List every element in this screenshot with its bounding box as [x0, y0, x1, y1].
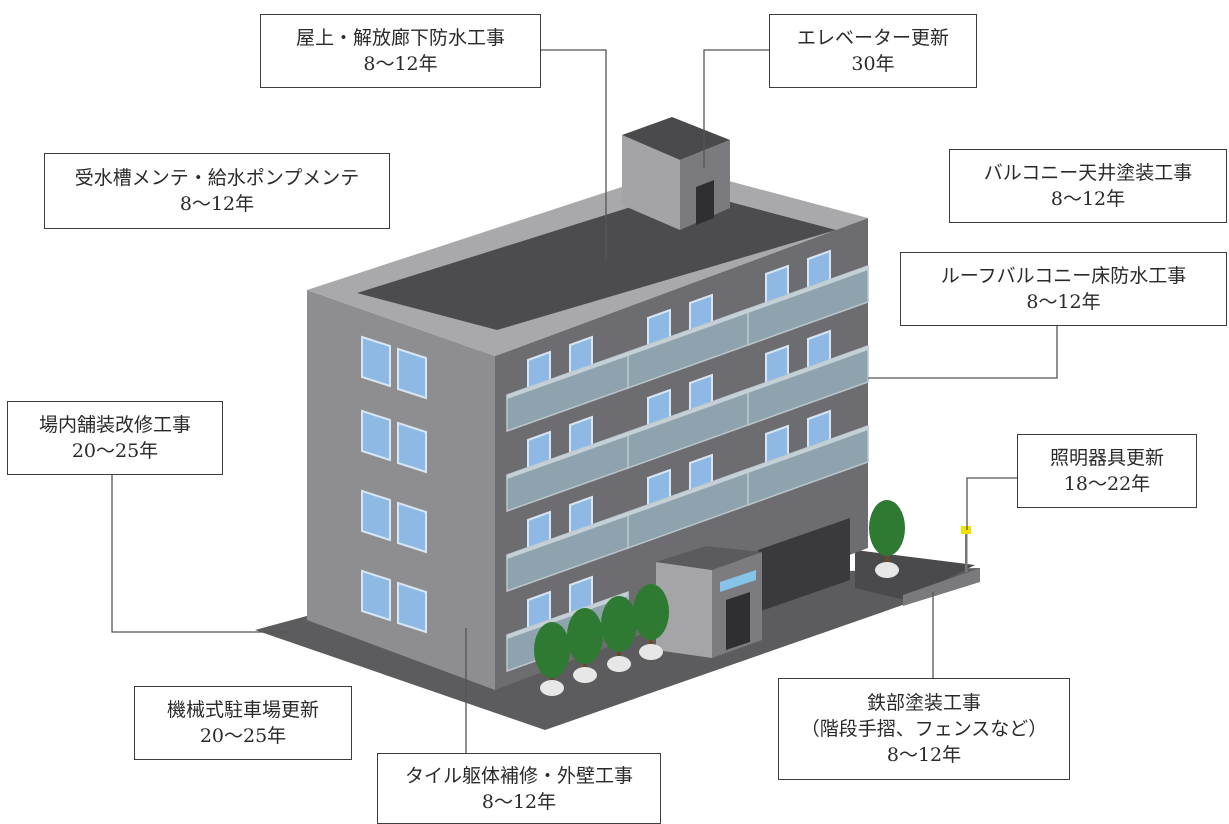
roof-surface [357, 190, 836, 330]
label-steel-painting: 鉄部塗装工事 （階段手摺、フェンスなど） 8〜12年 [778, 678, 1070, 780]
penthouse-door [696, 180, 714, 225]
parking-entrance [758, 518, 850, 612]
label-title: ルーフバルコニー床防水工事 [940, 265, 1187, 287]
label-rooftop-waterproofing: 屋上・解放廊下防水工事 8〜12年 [260, 14, 541, 88]
entrance-door [726, 592, 750, 650]
penthouse-top [622, 117, 730, 160]
label-title: 屋上・解放廊下防水工事 [295, 27, 505, 49]
label-years: 20〜25年 [199, 725, 287, 747]
label-title: 受水槽メンテ・給水ポンプメンテ [74, 167, 360, 189]
label-years: 8〜12年 [1026, 291, 1101, 313]
label-title: 機械式駐車場更新 [166, 699, 319, 721]
curb [903, 568, 980, 606]
label-title: 鉄部塗装工事 [866, 692, 981, 714]
left-windows [361, 335, 427, 634]
light-lamp [961, 526, 971, 534]
label-title: エレベーター更新 [796, 27, 949, 49]
label-subtitle: （階段手摺、フェンスなど） [800, 718, 1048, 740]
light-pole [965, 532, 968, 572]
entrance-side [656, 562, 712, 658]
label-years: 20〜25年 [71, 440, 159, 462]
label-title: 場内舗装改修工事 [38, 414, 191, 436]
label-years: 30年 [851, 53, 895, 75]
label-mechanical-parking: 機械式駐車場更新 20〜25年 [134, 686, 352, 760]
label-years: 8〜12年 [481, 790, 557, 813]
label-water-tank-maintenance: 受水槽メンテ・給水ポンプメンテ 8〜12年 [44, 153, 390, 229]
label-years: 8〜12年 [179, 193, 255, 215]
label-title: タイル躯体補修・外壁工事 [404, 764, 633, 787]
label-balcony-ceiling: バルコニー天井塗装工事 8〜12年 [949, 149, 1227, 223]
label-lighting-renewal: 照明器具更新 18〜22年 [1017, 434, 1197, 508]
label-roof-balcony-floor: ルーフバルコニー床防水工事 8〜12年 [900, 252, 1227, 326]
building-left-face [307, 290, 495, 690]
label-years: 8〜12年 [886, 744, 962, 766]
label-years: 8〜12年 [1050, 188, 1126, 210]
label-elevator-renewal: エレベーター更新 30年 [769, 14, 977, 88]
label-years: 8〜12年 [363, 53, 438, 75]
entrance-top [656, 546, 762, 570]
label-title: 照明器具更新 [1049, 447, 1164, 469]
penthouse-left [622, 135, 680, 230]
label-title: バルコニー天井塗装工事 [983, 162, 1193, 184]
entrance-sign [720, 570, 756, 592]
label-tile-exterior-wall: タイル躯体補修・外壁工事 8〜12年 [377, 753, 661, 824]
label-paving-repair: 場内舗装改修工事 20〜25年 [7, 401, 223, 475]
leader-lines [111, 49, 1058, 755]
trees [534, 500, 905, 696]
label-years: 18〜22年 [1063, 473, 1151, 495]
